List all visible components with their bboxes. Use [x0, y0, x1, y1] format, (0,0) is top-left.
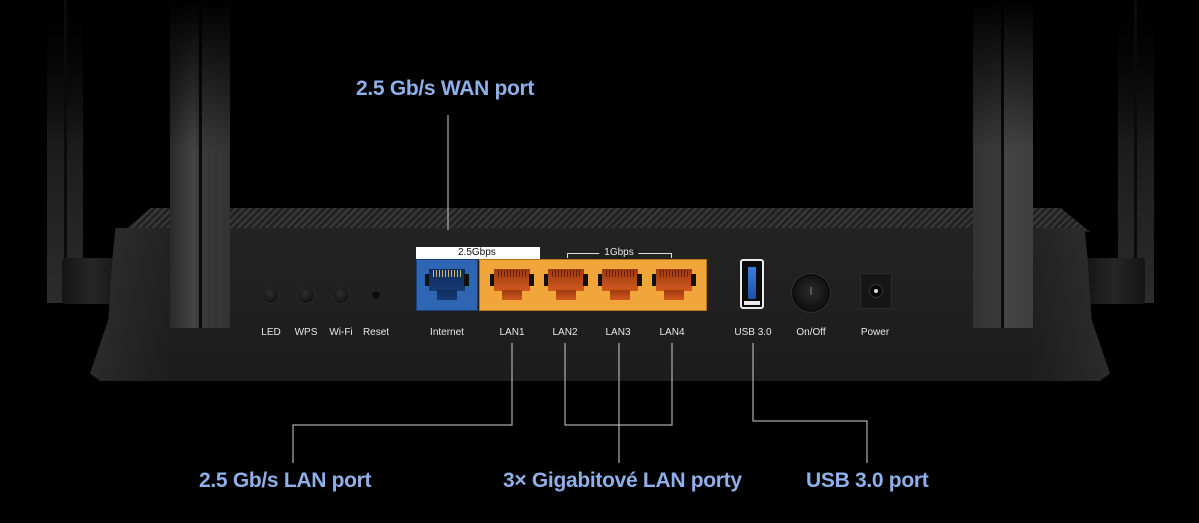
wan-callout: 2.5 Gb/s WAN port: [356, 77, 535, 100]
wps-button[interactable]: [298, 287, 314, 303]
antenna-back-right: [1118, 0, 1154, 303]
wps-label: WPS: [294, 327, 318, 338]
wan-speed-badge: 2.5Gbps: [416, 247, 540, 259]
led-button[interactable]: [262, 287, 278, 303]
lan-ports-block: [479, 259, 707, 311]
lan4-port[interactable]: [652, 266, 696, 304]
lan2-label: LAN2: [552, 327, 578, 338]
wifi-button[interactable]: [333, 287, 349, 303]
lan3-label: LAN3: [605, 327, 631, 338]
lan2-port[interactable]: [544, 266, 588, 304]
usb-port[interactable]: [740, 259, 764, 309]
lan1-label: LAN1: [499, 327, 525, 338]
lan4-label: LAN4: [659, 327, 685, 338]
usb-callout: USB 3.0 port: [806, 469, 929, 492]
lan3-port[interactable]: [598, 266, 642, 304]
wifi-label: Wi-Fi: [329, 327, 353, 338]
ethernet-jack-icon: [425, 266, 469, 304]
lan1-port[interactable]: [490, 266, 534, 304]
reset-pinhole[interactable]: [372, 291, 380, 299]
power-switch-button[interactable]: [794, 276, 828, 310]
power-dc-jack[interactable]: [860, 273, 892, 309]
usb-label: USB 3.0: [734, 327, 772, 338]
antenna-front-right: [973, 0, 1033, 328]
onoff-label: On/Off: [796, 327, 826, 338]
antenna-back-left: [47, 0, 83, 303]
led-label: LED: [261, 327, 281, 338]
gigabit-lan-callout: 3× Gigabitové LAN porty: [503, 469, 742, 492]
power-label: Power: [860, 327, 890, 338]
lan-2-5-callout: 2.5 Gb/s LAN port: [199, 469, 372, 492]
wan-port-internet[interactable]: [416, 259, 478, 311]
lan-speed-text: 1Gbps: [599, 247, 639, 259]
antenna-front-left: [170, 0, 230, 328]
wan-speed-text: 2.5Gbps: [458, 247, 496, 258]
antenna-hinge-right: [1085, 258, 1145, 304]
reset-label: Reset: [362, 327, 390, 338]
internet-label: Internet: [430, 327, 464, 338]
